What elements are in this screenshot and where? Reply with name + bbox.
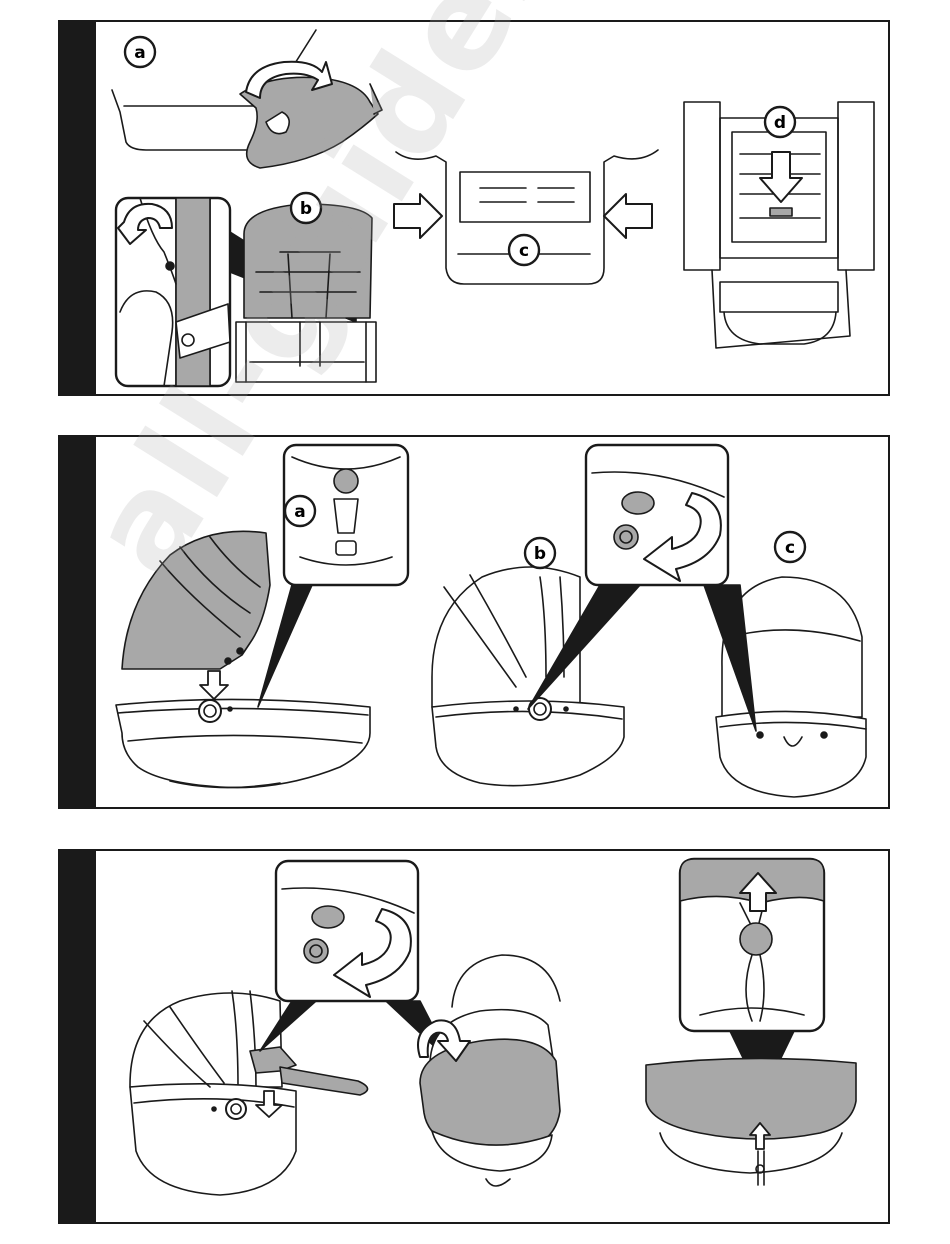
label-c: c [775,532,805,562]
carrycot-apron-fold-drawing [420,955,560,1186]
stroller-seat-rear-drawing [236,204,376,382]
carrycot-rear-drawing [646,1058,856,1185]
panel-3 [58,849,890,1224]
svg-text:a: a [134,43,145,63]
label-c: c [509,235,539,265]
label-a: a [125,37,155,67]
panel-2-illustration: a b c [60,437,890,809]
svg-text:b: b [300,199,312,219]
svg-text:c: c [519,241,529,261]
folded-chassis-drawing [684,102,874,348]
inset-buttons [276,861,418,1001]
panel-2: a b c [58,435,890,809]
svg-text:a: a [294,502,305,522]
push-arrow-right-icon [604,194,652,238]
label-b: b [291,193,321,223]
insert-down-arrow-icon [200,671,228,699]
svg-text:b: b [534,544,546,564]
canopy-drawing [122,531,270,669]
inset-b [586,445,728,585]
svg-text:d: d [774,113,786,133]
panel-1-illustration: a b c d [60,22,890,396]
label-b: b [525,538,555,568]
label-a: a [285,496,315,526]
inset-frame-clip [116,198,230,386]
carrycot-with-apron-drawing [130,991,368,1195]
panel-1: a b c d [58,20,890,396]
label-d: d [765,107,795,137]
push-arrow-left-icon [394,194,442,238]
carrycot-drawing-a [116,699,370,787]
panel-3-illustration [60,851,890,1224]
svg-text:c: c [785,538,795,558]
